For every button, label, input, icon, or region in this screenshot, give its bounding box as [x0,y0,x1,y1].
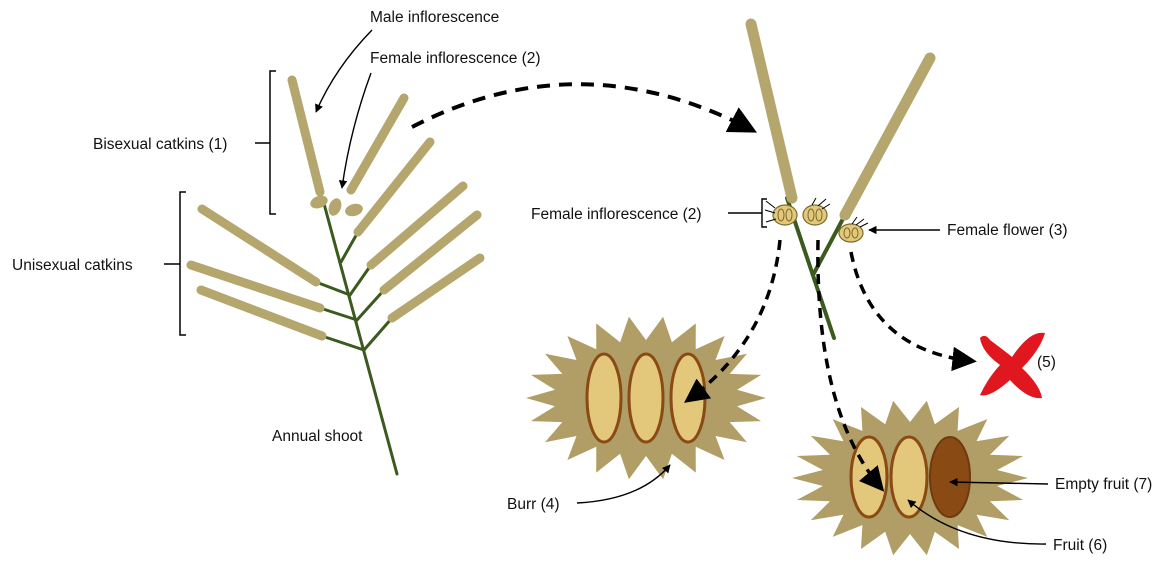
catkin-9 [201,290,322,336]
red-cross-icon [980,333,1045,398]
bisexual-catkins-label: Bisexual catkins (1) [93,136,227,153]
burr-label: Burr (4) [507,496,560,513]
bisexual-bracket [270,71,276,214]
burr-pointer [577,465,670,503]
enlarged-catkin-left [751,24,792,198]
male-catkin-bisexual-1 [292,80,320,192]
catkin-6 [392,258,480,318]
male-inflorescence-label: Male inflorescence [370,9,499,26]
fruit-right-2 [891,437,927,517]
aborted-label: (5) [1037,354,1056,371]
arrow-to-abortion [851,252,972,361]
burr-left [526,317,766,479]
empty-fruit [930,437,970,517]
female-inflorescences-small [308,193,364,218]
female-flower-label: Female flower (3) [947,222,1068,239]
zoom-arrow [412,84,752,130]
burr-right [792,401,1028,555]
enlarged-catkin-view [728,24,940,338]
female-inflorescence-top-label: Female inflorescence (2) [370,50,541,67]
male-inflorescence-pointer [316,30,372,112]
unisexual-bracket [180,192,186,335]
empty-fruit-label: Empty fruit (7) [1055,476,1152,493]
fruit-label: Fruit (6) [1053,537,1107,554]
annual-shoot-plant [191,80,480,474]
fruit-right-1 [851,437,887,517]
female-flower-cluster-1 [765,201,797,225]
fruit-left-2 [629,354,663,442]
fruit-left-1 [587,354,621,442]
female-flower-cluster-2 [803,198,830,225]
female-inflorescence-right-label: Female inflorescence (2) [531,206,702,223]
unisexual-catkins-label: Unisexual catkins [12,257,133,274]
annual-shoot-label: Annual shoot [272,428,363,445]
enlarged-catkin-right [845,58,930,215]
catkin-5 [384,215,477,290]
